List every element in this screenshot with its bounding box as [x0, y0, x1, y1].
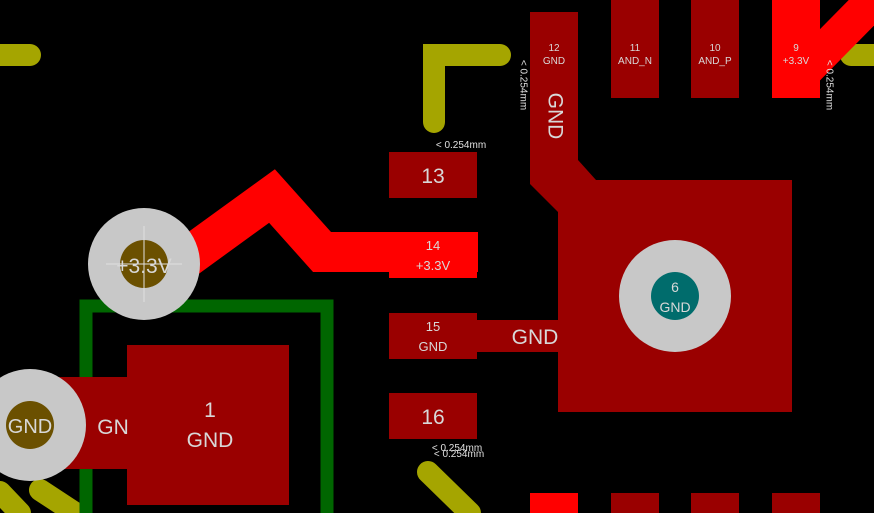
- gnd-trace-label: GND: [512, 326, 559, 349]
- pad-10-net: AND_P: [698, 56, 732, 67]
- via-gnd-hole: [6, 401, 54, 449]
- silk-segment-bottom-left-2: [0, 481, 31, 513]
- gnd-trace-15[interactable]: [470, 320, 562, 352]
- pad-9[interactable]: [772, 0, 820, 98]
- silk-segment-bottom-left: [29, 479, 86, 513]
- clearance-label-4: < 0.254mm: [432, 443, 482, 454]
- thermal-via-net: GND: [659, 299, 690, 315]
- pad-1[interactable]: [127, 345, 289, 505]
- silkscreen-layer: [0, 44, 874, 513]
- gnd-copper-pour[interactable]: [530, 60, 792, 412]
- silk-segment-bottom: [417, 461, 481, 513]
- pad-11[interactable]: [611, 0, 659, 98]
- clearance-label-2: < 0.254mm: [517, 60, 528, 110]
- pad-15[interactable]: [389, 313, 477, 359]
- thermal-via-number: 6: [671, 279, 679, 295]
- pad-9-number: 9: [793, 43, 799, 54]
- pad-bottom-2[interactable]: [611, 493, 659, 513]
- pad-16[interactable]: [389, 393, 477, 439]
- pad-bottom-1[interactable]: [530, 493, 578, 513]
- pad-bottom-4[interactable]: [772, 493, 820, 513]
- via-gnd-label: GND: [8, 416, 52, 438]
- pad-1-net: GND: [187, 429, 234, 452]
- clearance-label-1: < 0.254mm: [436, 140, 486, 151]
- clearance-label-3: < 0.254mm: [823, 60, 834, 110]
- pad-14-number: 14: [426, 238, 440, 253]
- thermal-via-hole: [651, 272, 699, 320]
- pad-16-number: 16: [421, 406, 444, 429]
- pad-12-number: 12: [548, 43, 560, 54]
- pad-10-number: 10: [709, 43, 721, 54]
- via-3v3-label: +3.3V: [116, 255, 171, 278]
- clearance-label-5: < 0.254mm: [434, 449, 484, 460]
- pad-15-number: 15: [426, 319, 440, 334]
- pad-9-net: +3.3V: [783, 56, 810, 67]
- pad-10[interactable]: [691, 0, 739, 98]
- pad-15-net: GND: [419, 339, 448, 354]
- silk-corner-top: [423, 44, 511, 133]
- pad-13-number: 13: [421, 165, 444, 188]
- gnd-vertical-label: GND: [543, 93, 566, 140]
- pad-11-number: 11: [630, 43, 641, 54]
- pad-1-number: 1: [204, 399, 216, 422]
- gn-stub-label: GN: [97, 416, 129, 439]
- pad-14[interactable]: [389, 232, 477, 278]
- pad-12-net: GND: [543, 56, 565, 67]
- pad-14-net: +3.3V: [416, 258, 451, 273]
- pad-13[interactable]: [389, 152, 477, 198]
- pad-11-net: AND_N: [618, 56, 652, 67]
- pad-bottom-3[interactable]: [691, 493, 739, 513]
